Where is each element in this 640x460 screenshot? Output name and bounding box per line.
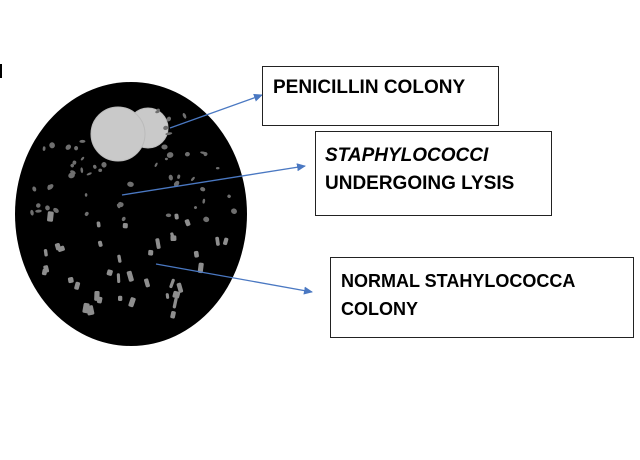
normal-colony bbox=[126, 270, 134, 282]
lysing-colony-dot bbox=[200, 187, 206, 192]
lysing-colony-dot bbox=[191, 176, 195, 181]
lysing-colony-dot bbox=[32, 186, 37, 192]
label-penicillin-text: PENICILLIN COLONY bbox=[273, 77, 466, 98]
staphylococci-colonies bbox=[30, 108, 237, 319]
lysing-colony-dot bbox=[80, 156, 85, 161]
normal-colony bbox=[117, 254, 122, 263]
normal-colony bbox=[193, 250, 199, 258]
label-penicillin-colony: PENICILLIN COLONY bbox=[262, 66, 499, 126]
normal-colony bbox=[184, 219, 191, 227]
lysing-colony-dot bbox=[30, 209, 34, 216]
lysing-colony-dot bbox=[101, 162, 107, 168]
normal-colony bbox=[170, 232, 175, 239]
normal-colony bbox=[144, 278, 150, 288]
lysing-colony-dot bbox=[227, 194, 231, 199]
lysing-colony-dot bbox=[182, 113, 187, 119]
normal-colony bbox=[169, 278, 175, 289]
lysing-colony-dot bbox=[45, 205, 50, 211]
lysing-colony-dot bbox=[72, 160, 77, 165]
normal-colony bbox=[172, 297, 178, 309]
lysing-colony-dot bbox=[80, 167, 84, 174]
normal-colony bbox=[106, 269, 113, 276]
normal-colony bbox=[97, 240, 103, 247]
lysing-colony-dot bbox=[173, 180, 180, 187]
lysing-colony-dot bbox=[163, 125, 169, 131]
arrow-penicillin bbox=[169, 93, 263, 129]
normal-colony bbox=[174, 213, 179, 220]
lysing-colony-dot bbox=[165, 132, 173, 136]
lysing-colony-dot bbox=[98, 168, 103, 173]
lysing-colony-dot bbox=[47, 184, 54, 190]
normal-colony bbox=[43, 265, 50, 273]
normal-colony bbox=[54, 242, 61, 251]
lysing-colony-dot bbox=[65, 144, 72, 150]
lysing-colony-dot bbox=[36, 203, 41, 208]
lysing-colony-dot bbox=[166, 152, 174, 158]
lysing-colony-dot bbox=[184, 151, 190, 157]
lysing-colony-dot bbox=[93, 164, 97, 169]
pointer-arrows bbox=[121, 93, 313, 295]
normal-colony bbox=[94, 290, 100, 301]
label-normal-line2: COLONY bbox=[341, 299, 419, 319]
lysing-colony-dot bbox=[166, 116, 172, 122]
lysing-colony-dot bbox=[79, 139, 86, 143]
lysing-colony-dot bbox=[35, 209, 42, 213]
label-lysis-line2: UNDERGOING LYSIS bbox=[325, 173, 515, 194]
normal-colony bbox=[215, 236, 220, 246]
lysing-colony-dot bbox=[68, 172, 75, 179]
normal-colony bbox=[197, 262, 204, 274]
lysing-colony-dot bbox=[231, 208, 237, 214]
lysing-colony-dot bbox=[118, 201, 122, 206]
arrow-normal bbox=[155, 263, 313, 295]
lysing-colony-dot bbox=[121, 216, 126, 222]
lysing-colony-dot bbox=[164, 157, 168, 161]
normal-colony bbox=[176, 282, 184, 293]
lysing-colony-dot bbox=[70, 163, 74, 168]
normal-colony bbox=[122, 223, 128, 229]
normal-colony bbox=[155, 238, 161, 249]
lysing-colony-dot bbox=[165, 213, 172, 218]
lysing-colony-dot bbox=[215, 166, 220, 170]
normal-colony bbox=[47, 211, 54, 222]
normal-colony bbox=[96, 221, 101, 228]
normal-colony bbox=[165, 293, 170, 299]
lysing-colony-dot bbox=[168, 174, 173, 181]
lysing-colony-dot bbox=[53, 207, 59, 213]
lysing-colony-dot bbox=[42, 146, 46, 151]
arrow-lysis bbox=[121, 163, 306, 196]
normal-colony bbox=[43, 248, 48, 257]
lysing-colony-dot bbox=[49, 142, 55, 149]
lysing-colony-dot bbox=[84, 193, 88, 197]
edge-mark bbox=[0, 64, 2, 78]
label-normal-colony: NORMAL STAHYLOCOCCA COLONY bbox=[330, 257, 634, 338]
penicillin-colony bbox=[90, 106, 169, 162]
lysing-colony-dot bbox=[155, 110, 160, 114]
normal-colony bbox=[223, 237, 229, 246]
normal-colony bbox=[172, 290, 181, 299]
lysing-colony-dot bbox=[202, 198, 206, 204]
label-normal-line1: NORMAL STAHYLOCOCCA bbox=[341, 271, 576, 291]
lysing-colony-dot bbox=[194, 206, 197, 210]
normal-colony bbox=[170, 310, 176, 319]
label-lysis-line1: STAPHYLOCOCCI bbox=[325, 145, 489, 166]
normal-colony bbox=[67, 277, 74, 284]
lysing-colony-dot bbox=[154, 162, 158, 167]
lysing-colony-dot bbox=[177, 174, 181, 179]
normal-colony bbox=[118, 295, 123, 301]
lysing-colony-dot bbox=[203, 216, 210, 223]
normal-colony bbox=[116, 273, 121, 283]
normal-colony bbox=[82, 302, 90, 314]
lysing-colony-dot bbox=[86, 172, 92, 176]
lysing-colony-dot bbox=[200, 151, 207, 155]
normal-colony bbox=[148, 249, 154, 256]
lysing-colony-dot bbox=[74, 146, 79, 151]
lysing-colony-dot bbox=[161, 144, 168, 150]
normal-colony bbox=[74, 281, 81, 290]
label-staphylococci-lysis: STAPHYLOCOCCI UNDERGOING LYSIS bbox=[315, 131, 552, 216]
lysing-colony-dot bbox=[84, 211, 89, 216]
lysing-colony-dot bbox=[127, 181, 134, 187]
normal-colony bbox=[128, 297, 136, 308]
